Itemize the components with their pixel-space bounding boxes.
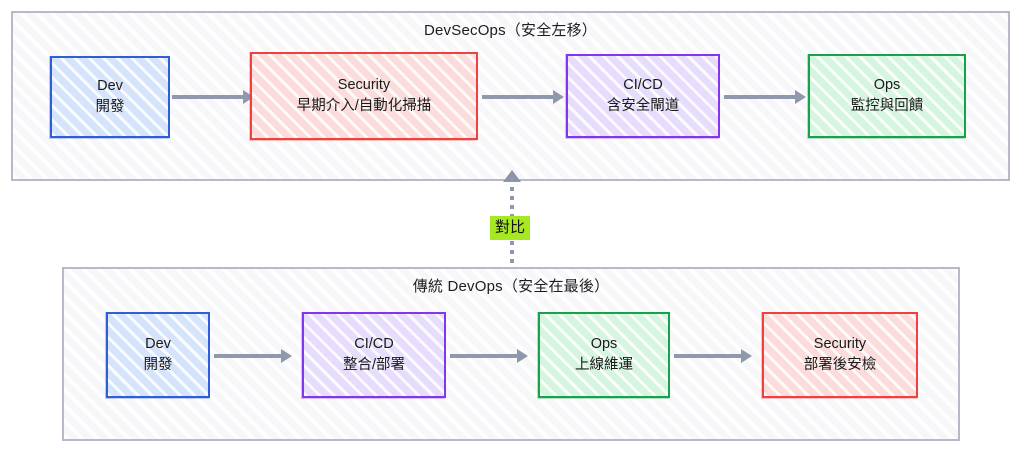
group-devops-title: 傳統 DevOps（安全在最後）	[412, 278, 610, 295]
arrow-devops-dev-to-cicd	[214, 349, 292, 363]
node-subtitle: 整合/部署	[342, 357, 406, 373]
node-subtitle: 監控與回饋	[850, 98, 924, 114]
node-subtitle: 開發	[143, 357, 173, 373]
arrow-devops-ops-to-security	[674, 349, 752, 363]
node-subtitle: 部署後安檢	[803, 357, 877, 373]
node-title: Ops	[590, 335, 618, 352]
node-devops-ops[interactable]: Ops 上線維運	[537, 312, 670, 399]
node-devops-dev[interactable]: Dev 開發	[105, 312, 210, 399]
node-devops-security[interactable]: Security 部署後安檢	[761, 312, 918, 399]
node-title: Dev	[145, 335, 171, 352]
node-devsecops-security[interactable]: Security 早期介入/自動化掃描	[249, 52, 478, 141]
node-subtitle: 上線維運	[575, 357, 633, 373]
node-devsecops-ops[interactable]: Ops 監控與回饋	[807, 54, 966, 139]
node-title: Security	[337, 76, 391, 93]
node-subtitle: 早期介入/自動化掃描	[296, 98, 432, 114]
node-devsecops-cicd[interactable]: CI/CD 含安全閘道	[565, 54, 720, 139]
compare-arrow-icon	[503, 170, 521, 182]
node-devops-cicd[interactable]: CI/CD 整合/部署	[301, 312, 446, 399]
node-title: CI/CD	[354, 335, 394, 352]
node-title: Security	[813, 335, 867, 352]
arrow-devsecops-cicd-to-ops	[724, 90, 806, 104]
arrow-devsecops-dev-to-security	[172, 90, 254, 104]
node-subtitle: 開發	[95, 99, 125, 115]
group-devsecops-title: DevSecOps（安全左移）	[423, 22, 598, 39]
node-devsecops-dev[interactable]: Dev 開發	[49, 56, 170, 139]
arrow-devops-cicd-to-ops	[450, 349, 528, 363]
node-title: CI/CD	[623, 76, 663, 93]
node-title: Dev	[97, 77, 123, 94]
arrow-devsecops-security-to-cicd	[482, 90, 564, 104]
node-title: Ops	[873, 76, 901, 93]
compare-label: 對比	[490, 216, 531, 241]
node-subtitle: 含安全閘道	[606, 98, 680, 114]
